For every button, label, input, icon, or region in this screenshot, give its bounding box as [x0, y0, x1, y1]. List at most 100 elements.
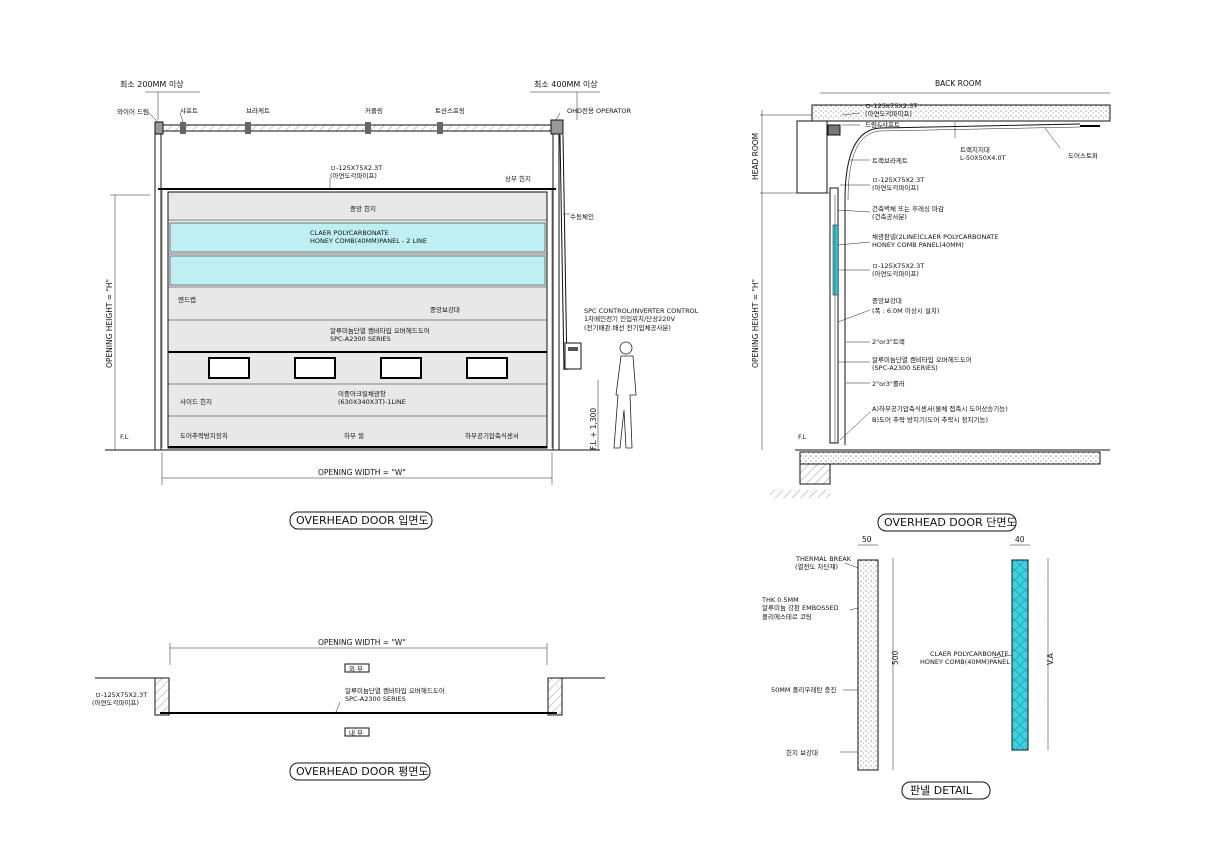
control-display — [568, 347, 578, 351]
plan-series-1: 알루미늄단열 캠비타입 오버헤드도어 — [345, 686, 445, 695]
elevation-title-box — [289, 511, 433, 530]
plan-width-label: OPENING WIDTH = "W" — [318, 638, 406, 647]
plan-title-box — [289, 762, 431, 781]
floor-footing — [799, 463, 831, 485]
out-tag: 외 부 — [349, 665, 363, 673]
section-series-2: (SPC-A2300 SERIES) — [872, 364, 938, 372]
left-wall — [154, 677, 170, 716]
leader — [837, 241, 871, 246]
plan-pipe-2: (아연도각파이프) — [92, 698, 139, 707]
operator-box — [550, 119, 564, 135]
glazing-panel-1 — [169, 222, 546, 253]
section-opening-height: OPENING HEIGHT = "H" — [751, 279, 760, 368]
section-pipe-1: ㅁ-125X75X2.3T — [865, 102, 917, 110]
window-label-1: 이중아크릴채광창 — [338, 389, 386, 398]
left-post — [154, 126, 162, 451]
section-pipe3-2: (아연도각파이프) — [872, 269, 919, 278]
opening-width-label: OPENING WIDTH = "W" — [318, 468, 406, 477]
window-1 — [208, 357, 250, 379]
section-title: OVERHEAD DOOR 단면도 — [884, 516, 1017, 529]
control-label-2: 1차메인전기 인입위치/단상220V — [584, 314, 676, 323]
dim-50: 50 — [862, 535, 872, 544]
track-hanger-label-1: 트랙지지대 — [960, 145, 990, 154]
out-tag-box — [344, 663, 370, 673]
pipe-label-2: (아연도각파이프) — [330, 171, 377, 180]
section-view: BACK ROOM HEAD ROOM ㅁ-125X75X2.3T (아연도각파… — [751, 79, 1111, 532]
bottom-seal-label: 하부 씰 — [344, 431, 364, 440]
thermal-label-2: (열전도 차단재) — [795, 562, 838, 571]
operator-label: OHD전용 OPERATOR — [567, 106, 631, 115]
door-series-label-2: SPC-A2300 SERIES — [330, 335, 391, 343]
leader — [147, 111, 159, 123]
reinforce-label-1: 중앙보강대 — [872, 296, 902, 305]
end-cap-label: 엔드캡 — [178, 295, 196, 304]
center-reinforce-label: 중앙보강대 — [430, 305, 460, 314]
finish-label-1: 건축벽체 또는 후레싱 마감 — [872, 204, 944, 213]
spring-label: 토션스프링 — [435, 106, 465, 115]
plan-view: OPENING WIDTH = "W" ㅁ-125X75X2.3T (아연도각파… — [92, 638, 605, 781]
curved-track — [844, 123, 1081, 201]
drum — [827, 124, 841, 136]
skin-label-3: 폴리에스테르 코팅 — [762, 612, 812, 621]
dim-40: 40 — [1015, 535, 1025, 544]
dim-va: V.A — [1046, 652, 1055, 665]
polycarb-cells — [1012, 560, 1028, 750]
foam-label: 50MM 폴리우레탄 충진 — [771, 685, 836, 694]
door-stopper-label: 도어스토퍼 — [1068, 151, 1098, 160]
sensor-label-2: B)도어 추락 방지기(도어 추락시 정지기능) — [872, 415, 988, 424]
leader — [179, 112, 184, 123]
leader — [992, 654, 1013, 659]
in-tag-box — [344, 727, 370, 737]
head-wall — [796, 120, 828, 194]
window-3 — [380, 357, 422, 379]
skin-label-1: THK 0.5MM — [761, 596, 799, 604]
side-hinge-label: 사이드 힌지 — [180, 397, 212, 406]
opening-height-label: OPENING HEIGHT = "H" — [105, 279, 114, 368]
hinge-rein-label: 힌지 보강대 — [786, 748, 818, 757]
leader — [849, 607, 859, 611]
fall-arrest-label: 도어추락방지장치 — [180, 431, 228, 440]
sensor-label-1: A)하부공기압축식센서(물체 접촉시 도어상승기능) — [872, 404, 1008, 413]
shaft — [159, 124, 556, 132]
plan-title: OVERHEAD DOOR 평면도 — [296, 765, 429, 778]
leader — [844, 562, 859, 569]
poly-label-1: CLAER POLYCARBONATE — [930, 650, 1009, 658]
control-label-1: SPC CONTROL/INVERTER CONTROL — [584, 307, 699, 315]
human-figure — [613, 341, 637, 449]
leader — [837, 209, 871, 213]
track-label: 2"or3"트랙 — [872, 337, 905, 346]
plan-pipe-1: ㅁ-125X75X2.3T — [95, 691, 147, 699]
jamb — [829, 187, 839, 444]
detail-title: 판넬 DETAIL — [910, 784, 973, 797]
manual-chain-line-2 — [562, 134, 568, 371]
curved-track-inner — [847, 126, 1081, 201]
glazing-panel-2 — [169, 255, 546, 286]
dim-500: 500 — [891, 650, 900, 665]
right-wall — [547, 677, 563, 716]
wire-drum — [154, 121, 164, 135]
elevation-title: OVERHEAD DOOR 입면도 — [296, 514, 429, 527]
control-label-3: (전기배관.배선 전기업체공사분) — [584, 323, 671, 332]
shaft-bearing — [180, 122, 186, 134]
fl-label: F.L — [120, 433, 129, 441]
bracket-block — [245, 122, 251, 134]
polycarb-label-2: HONEY COMB(40MM)PANEL - 2 LINE — [310, 237, 427, 245]
wire-drum-label: 와이어 드럼 — [117, 107, 149, 116]
finish-label-2: (건축공사분) — [872, 212, 907, 221]
spring-block — [437, 122, 443, 134]
detail-title-box — [901, 781, 991, 800]
section-series-1: 알루미늄단열 캠비타입 오버헤드도어 — [872, 355, 972, 364]
insulated-panel — [857, 559, 879, 771]
right-post — [552, 126, 560, 451]
window-4 — [466, 357, 508, 379]
center-hinge-label: 중앙 힌지 — [350, 204, 376, 213]
thermal-label-1: THERMAL BREAK — [795, 555, 852, 563]
back-room-label: BACK ROOM — [935, 79, 981, 88]
plan-series-2: SPC-A2300 SERIES — [345, 695, 406, 703]
section-title-box — [877, 513, 1017, 532]
leader — [1044, 127, 1061, 149]
in-tag: 내 부 — [349, 728, 363, 737]
bottom-sensor-label: 하부공기압축식센서 — [465, 431, 519, 440]
track-hanger-label-2: L-50X50X4.0T — [960, 154, 1006, 162]
